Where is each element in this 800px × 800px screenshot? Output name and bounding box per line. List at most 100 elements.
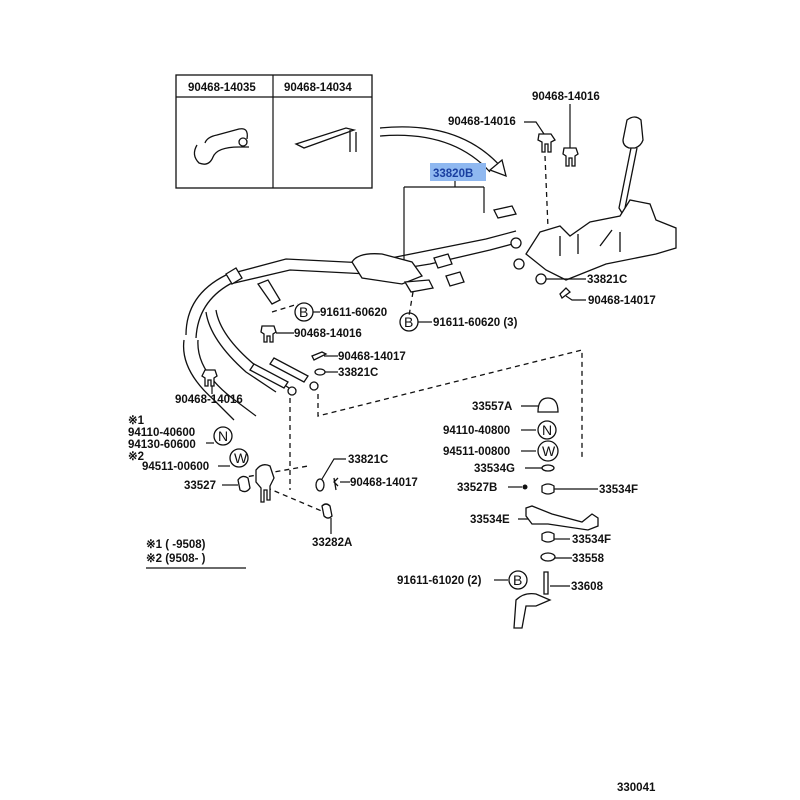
part-label-clip-mid[interactable]: 90468-14016 [294,328,362,340]
part-label-nut-right[interactable]: 94110-40800 [443,425,510,437]
note2-marker: ※2 [128,450,144,463]
legend-note2: ※2 (9508- ) [146,552,206,565]
clip-90468-14016-icon [537,133,556,153]
part-label-spacer-g[interactable]: 33534G [474,463,515,475]
inset-part-label-1: 90468-14035 [188,82,256,94]
cap-33557A-icon [537,397,559,413]
shaft-33608-icon [543,571,549,595]
clip-mid-icon [260,325,277,343]
part-label-washer-lower[interactable]: 33821C [348,454,388,466]
leader-washer-lower [321,458,346,480]
pin-90468-14017-icon [559,287,571,299]
part-label-washer-mid[interactable]: 33821C [338,367,378,379]
cable-end-fittings-icon [433,253,465,287]
part-label-nut-b[interactable]: 94130-60600 [128,439,196,451]
pointer-arrow-body [379,126,503,169]
cable-eye-left-icon [287,386,297,396]
shift-lever-assembly [525,116,677,281]
nut-symbol-right-circle [537,420,557,440]
pointer-arrow-head-icon [488,158,507,178]
lever-33527-icon [255,464,275,503]
part-label-bushing-f-upper[interactable]: 33534F [599,484,638,496]
shifter-base-details [559,229,621,256]
part-label-pin-mid[interactable]: 90468-14017 [338,351,406,363]
washer-mid-icon [314,368,326,376]
dashed-guide-bolt-right [408,291,414,317]
cable-eye-lower-icon [513,258,525,270]
shifter-base-icon [525,199,677,281]
leader-pin-right [565,295,586,301]
part-label-washer-left[interactable]: 94511-00600 [142,461,209,473]
clip-14035-ring-icon [238,137,248,147]
small-bracket-icon [493,205,517,219]
cable-eye-upper-icon [510,237,522,249]
part-label-pin-lower[interactable]: 90468-14017 [350,477,418,489]
part-label-bolt-b[interactable]: 33527B [457,482,497,494]
highlight-box [430,163,486,181]
bolt-symbol-bottom-circle [508,570,528,590]
washer-symbol-left-circle [229,448,249,468]
bushing-lower-icon [321,503,333,519]
cable-mount-bracket-icon [256,279,281,305]
part-label-nut-a[interactable]: 94110-40600 [128,427,195,439]
part-label-clip-top-left[interactable]: 90468-14016 [448,116,516,128]
cable-boot-left-icon [249,363,289,389]
part-label-bolt-bottom[interactable]: 91611-61020 (2) [397,575,482,587]
part-label-bolt-left[interactable]: 91611-60620 [320,307,387,319]
part-label-washer-right-lower[interactable]: 94511-00800 [443,446,510,458]
note1-marker: ※1 [128,414,145,427]
shift-knob-icon [622,116,644,149]
inset-part-label-2: 90468-14034 [284,82,352,94]
part-33820B-callout[interactable]: 33820B [403,163,486,261]
part-label-bushing-lower[interactable]: 33282A [312,537,352,549]
collar-33558-icon [540,552,556,562]
bolt-symbol-bottom: B [513,572,522,588]
clip-low-left-icon [201,369,218,387]
bushing-33527-icon [237,475,251,493]
part-label-clip-top-right[interactable]: 90468-14016 [532,91,600,103]
grommet-icon [225,267,243,285]
part-label-cap[interactable]: 33557A [472,401,512,413]
bushing-f-upper-icon [541,483,555,495]
pin-lower-icon [333,477,339,491]
dashed-guide-clip [544,155,549,229]
cable-eye-right-icon [309,381,319,391]
part-label-lever-left[interactable]: 33527 [184,480,216,492]
cable-bracket-icon [351,253,424,285]
clip-14035-icon [193,128,249,165]
part-label-shaft[interactable]: 33608 [571,581,604,593]
washer-symbol-right-circle [537,440,559,462]
clip-14034-icon [294,127,357,152]
cable-lower-1 [182,339,235,421]
part-label-lever-e[interactable]: 33534E [470,514,510,526]
spacer-33534G-icon [541,464,555,472]
shaft-bracket-icon [513,592,552,629]
part-label-clip-low-left[interactable]: 90468-14016 [175,394,243,406]
dashed-guide-lever [239,465,309,479]
washer-lower-icon [315,478,325,492]
part-label-bushing-f-lower[interactable]: 33534F [572,534,611,546]
cable-boot-right-icon [269,357,309,383]
dashed-guide-cable-right [317,349,583,458]
leader-clip-top-left [524,121,545,135]
bushing-f-lower-icon [541,531,555,543]
bolt-symbol-left: B [299,304,308,320]
bolt-33527B-icon [522,484,528,490]
bolt-symbol-right: B [404,314,413,330]
lever-33534E-icon [525,505,599,531]
part-label-collar[interactable]: 33558 [572,553,605,565]
part-label-bolt-right[interactable]: 91611-60620 (3) [433,317,518,329]
cable-lower-3 [205,311,277,393]
clip-90468-14016-b-icon [562,147,579,167]
inset-frame [175,74,373,189]
inset-box: 90468-14035 90468-14034 [175,74,373,189]
part-label-pin-right[interactable]: 90468-14017 [588,295,656,307]
part-label-washer-right[interactable]: 33821C [587,274,627,286]
nut-symbol-right: N [542,422,552,438]
legend-note1: ※1 ( -9508) [146,538,206,551]
washer-33821C-icon [535,273,547,285]
nut-symbol-left: N [218,428,228,444]
part-label-33820B[interactable]: 33820B [433,168,473,180]
pin-mid-icon [311,351,328,361]
nut-symbol-left-circle [213,426,233,446]
